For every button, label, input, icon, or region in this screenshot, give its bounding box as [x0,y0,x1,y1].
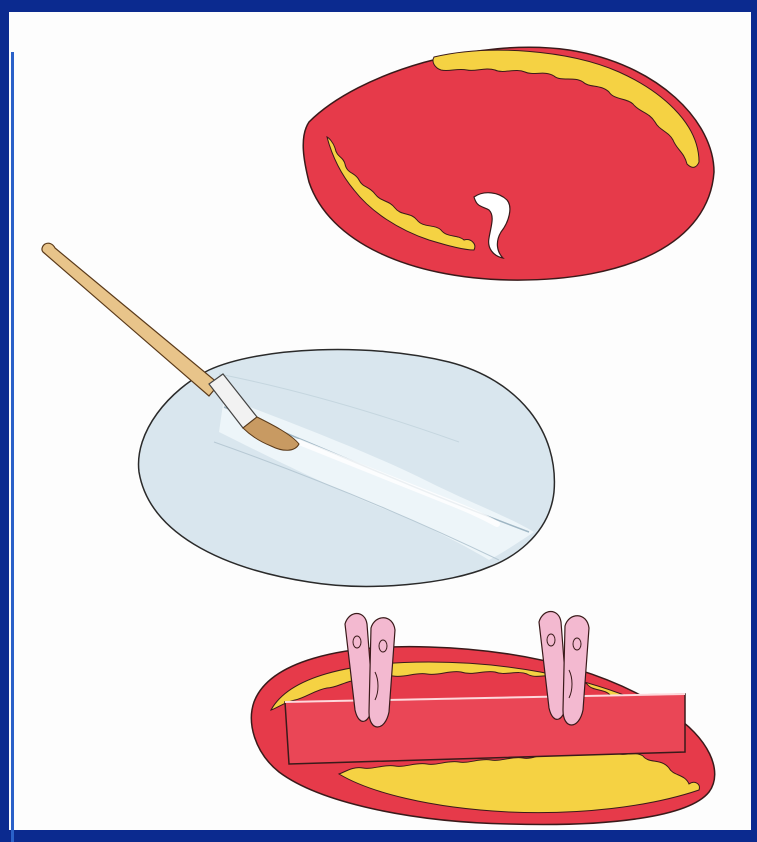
folded-leaf-bottom [251,647,714,825]
brush-handle [42,243,219,396]
red-leaf-shape [303,47,714,280]
red-leaf-top [303,47,714,280]
folded-front-flap [285,694,685,764]
craft-instructions-illustration [9,12,751,830]
